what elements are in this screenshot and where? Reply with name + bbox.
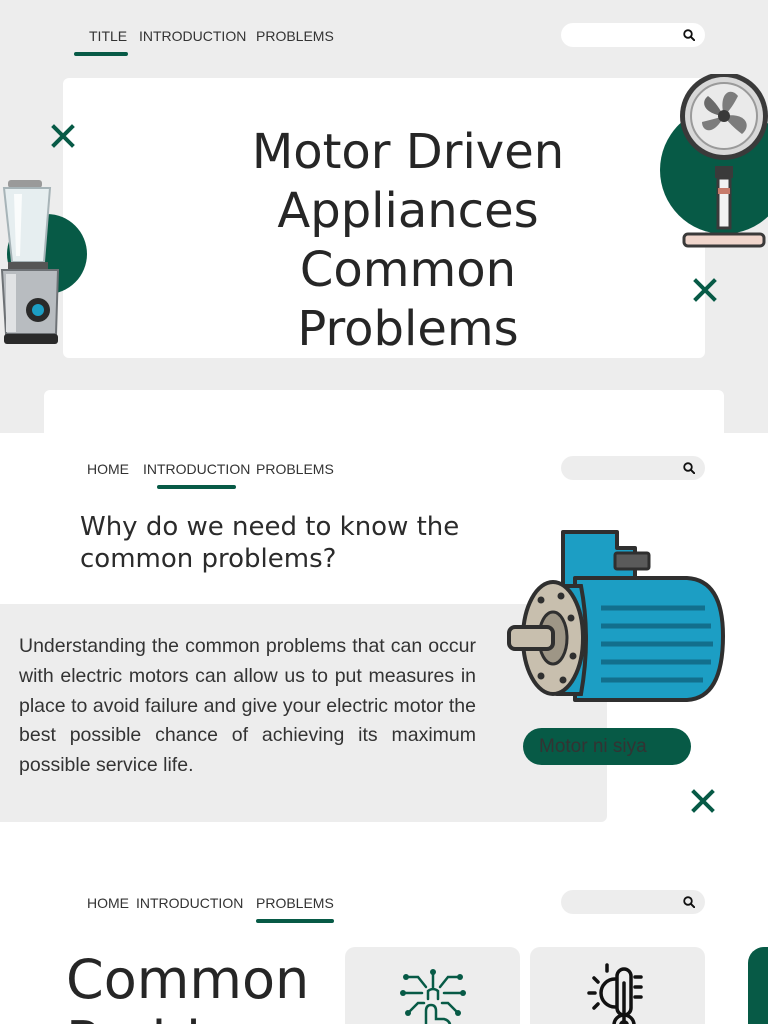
- nav-item-introduction[interactable]: INTRODUCTION: [136, 895, 243, 911]
- introduction-nav: HOME INTRODUCTION PROBLEMS: [0, 453, 768, 493]
- nav-item-title[interactable]: TITLE: [74, 28, 129, 56]
- section-heading: Common Problems: [66, 948, 315, 1024]
- search-box[interactable]: [561, 890, 705, 914]
- page-title: Motor Driven Appliances Common Problems: [251, 124, 565, 357]
- nav-item-label: INTRODUCTION: [139, 28, 247, 44]
- search-input[interactable]: [569, 459, 678, 479]
- search-icon[interactable]: [683, 462, 695, 474]
- nav-item-problems[interactable]: PROBLEMS: [256, 28, 334, 44]
- section-heading: Why do we need to know the common proble…: [80, 512, 460, 574]
- nav-item-introduction[interactable]: INTRODUCTION: [143, 461, 251, 489]
- nav-item-problems[interactable]: PROBLEMS: [256, 461, 334, 477]
- nav-item-label: PROBLEMS: [256, 28, 334, 44]
- stand-fan-image: [660, 74, 768, 248]
- nav-item-label: INTRODUCTION: [143, 461, 251, 477]
- intro-paragraph: Understanding the common problems that c…: [19, 635, 476, 777]
- nav-item-label: PROBLEMS: [256, 895, 334, 911]
- electric-motor-illustration: [507, 530, 725, 702]
- active-tab-indicator: [157, 485, 237, 489]
- search-icon[interactable]: [683, 29, 695, 41]
- nav-item-introduction[interactable]: INTRODUCTION: [139, 28, 246, 44]
- problems-section: HOME INTRODUCTION PROBLEMS Common Proble…: [0, 867, 768, 1024]
- search-input[interactable]: [569, 26, 678, 46]
- search-box[interactable]: [561, 23, 705, 47]
- title-nav: TITLE INTRODUCTION PROBLEMS: [0, 20, 768, 60]
- nav-item-label: HOME: [87, 895, 129, 911]
- search-input[interactable]: [569, 893, 678, 913]
- nav-item-problems[interactable]: PROBLEMS: [256, 895, 334, 923]
- motor-info-button[interactable]: Motor ni siya: [523, 728, 691, 765]
- search-icon[interactable]: [683, 896, 695, 908]
- active-tab-indicator: [74, 52, 129, 56]
- problem-card[interactable]: [345, 947, 520, 1024]
- intro-text-panel: Understanding the common problems that c…: [0, 604, 607, 822]
- nav-item-home[interactable]: HOME: [87, 461, 129, 477]
- nav-item-home[interactable]: HOME: [87, 895, 129, 911]
- close-x-icon: [51, 124, 75, 148]
- close-x-icon: [693, 278, 717, 302]
- blender-image: [0, 180, 87, 344]
- problems-nav: HOME INTRODUCTION PROBLEMS: [0, 887, 768, 927]
- problem-card[interactable]: [530, 947, 705, 1024]
- temperature-sun-icon: [587, 963, 643, 1024]
- title-card: [63, 78, 705, 358]
- active-tab-indicator: [256, 919, 334, 923]
- nav-item-label: TITLE: [89, 28, 128, 44]
- introduction-section: HOME INTRODUCTION PROBLEMS Why do we nee…: [0, 433, 768, 867]
- close-x-icon: [691, 789, 715, 813]
- nav-item-label: HOME: [87, 461, 129, 477]
- nav-item-label: PROBLEMS: [256, 461, 334, 477]
- problem-card[interactable]: [748, 947, 768, 1024]
- title-section: TITLE INTRODUCTION PROBLEMS Motor Driven…: [0, 0, 768, 433]
- circuit-hand-icon: [400, 969, 466, 1024]
- search-box[interactable]: [561, 456, 705, 480]
- content-card: [44, 390, 724, 433]
- nav-item-label: INTRODUCTION: [136, 895, 244, 911]
